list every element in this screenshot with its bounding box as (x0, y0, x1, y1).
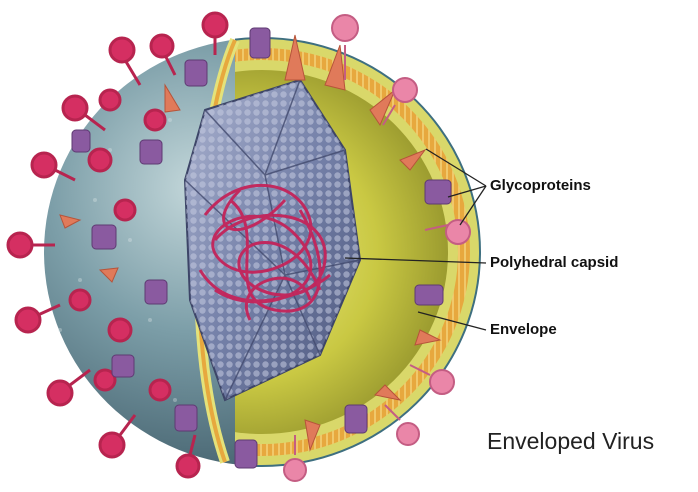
capsid-label: Polyhedral capsid (490, 254, 618, 271)
diagram-caption: Enveloped Virus (487, 428, 654, 455)
envelope-label: Envelope (490, 321, 557, 338)
glycoproteins-label: Glycoproteins (490, 177, 591, 194)
